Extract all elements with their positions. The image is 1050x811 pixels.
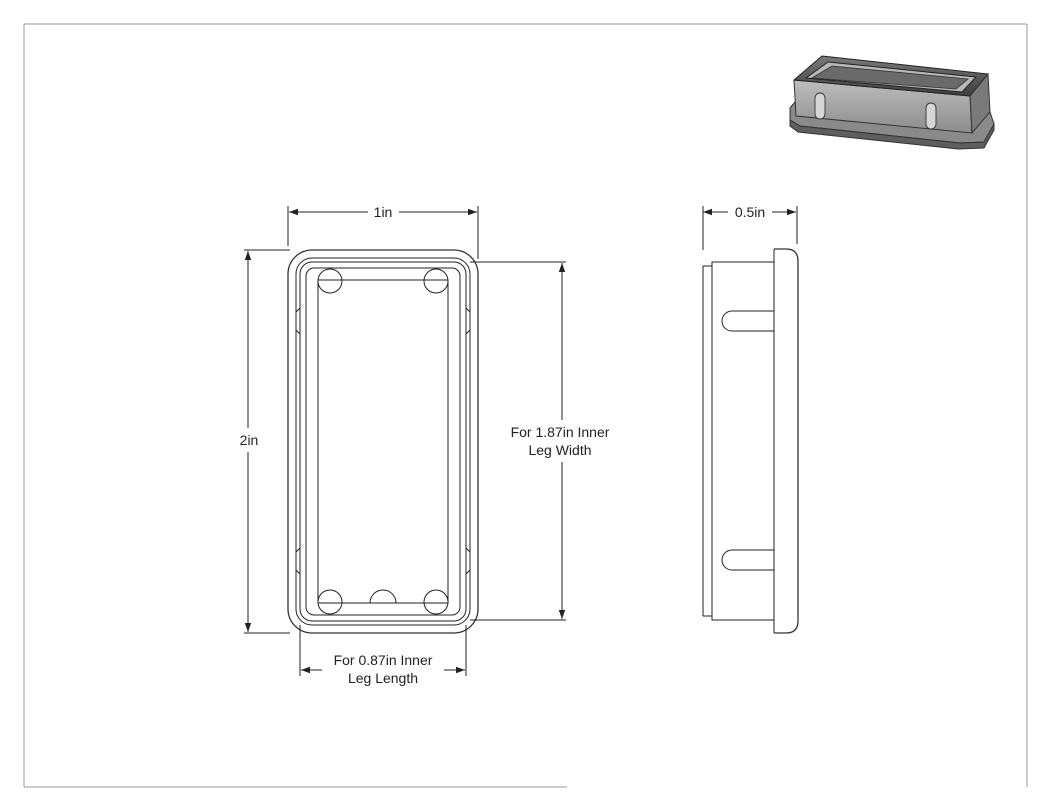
side-view [702,248,799,634]
corner-boss [423,268,449,294]
front-view [287,249,479,634]
side-slot [721,549,774,571]
inner-rim-outline [305,267,461,616]
dim-label-inner-length-line1: For 0.87in Inner [334,652,433,668]
body-outline [295,257,471,626]
dim-label-depth: 0.5in [735,204,765,220]
corner-boss [317,268,343,294]
dim-label-width: 1in [374,204,393,220]
dim-label-inner-width-line1: For 1.87in Inner [511,424,610,440]
inner-wall-outline [299,261,467,622]
dim-label-inner-width-line2: Leg Width [528,442,591,458]
inner-cavity [317,279,449,604]
iso-view-render [789,55,995,150]
side-body-outline [711,261,775,621]
corner-boss [317,589,343,615]
dimension-inner-width: For 1.87in Inner Leg Width [470,261,610,621]
dimension-side-depth: 0.5in [702,204,798,250]
corner-boss [423,589,449,615]
dimension-height: 2in [240,249,290,634]
center-boss [369,589,397,604]
dimension-inner-length: For 0.87in Inner Leg Length [299,625,467,686]
sheet-border [23,23,1028,788]
dim-label-height: 2in [240,432,259,448]
outer-flange-outline [287,249,479,634]
dim-label-inner-length-line2: Leg Length [348,670,418,686]
side-flange-outline [774,248,799,634]
side-slot [721,310,774,332]
dimension-top-width: 1in [287,204,479,259]
